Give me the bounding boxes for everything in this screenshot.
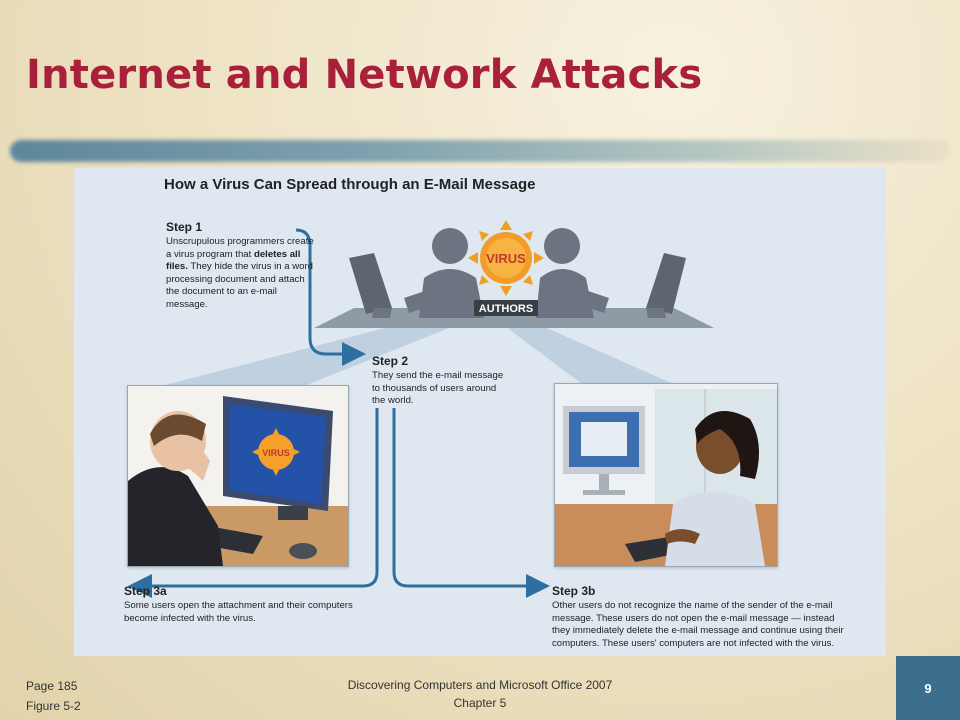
beam-left [134,318,474,398]
step-1: Step 1 Unscrupulous programmers create a… [166,220,316,311]
page-number: 9 [924,680,932,696]
step-2: Step 2 They send the e-mail message to t… [372,354,512,408]
infected-user-illustration: VIRUS [128,386,348,566]
step-3b-description: Other users do not recognize the name of… [552,600,844,649]
step-3a: Step 3a Some users open the attachment a… [124,584,374,625]
chapter-label: Chapter 5 [453,696,507,710]
safe-user-photo [554,383,778,567]
monitor-icon [646,253,686,318]
arrow-icon [295,228,366,366]
infected-user-photo: VIRUS [127,385,349,567]
step-1-desc-part2: They hide the virus in a word processing… [166,261,314,310]
authors-label: AUTHORS [479,303,533,315]
step-3b-title: Step 3b [552,584,596,598]
step-1-desc-part1: Unscrupulous programmers create a virus … [166,236,314,260]
step-3a-title: Step 3a [124,584,167,598]
step-1-description: Unscrupulous programmers create a virus … [166,236,316,311]
figure-heading: How a Virus Can Spread through an E-Mail… [164,176,536,193]
step-1-title: Step 1 [166,220,203,234]
step-2-title: Step 2 [372,354,409,368]
monitor-icon [349,253,392,318]
beam-right [494,318,694,393]
authors-desk [314,308,714,328]
step-3a-description: Some users open the attachment and their… [124,600,353,624]
footer-book-info: Discovering Computers and Microsoft Offi… [300,676,660,712]
page-reference: Page 185 [26,679,78,693]
screen-virus-label: VIRUS [262,448,290,458]
step-3b: Step 3b Other users do not recognize the… [552,584,852,650]
virus-spread-figure: How a Virus Can Spread through an E-Mail… [74,168,886,656]
figure-graphics: VIRUS AUTHORS [128,220,714,598]
arrow-icon [392,408,550,598]
step-1-desc-bold: deletes all files. [166,248,301,273]
authors-label-bg [474,300,538,316]
title-accent-bar [10,140,950,162]
virus-sun-icon [468,220,544,296]
figure-reference: Figure 5-2 [26,699,81,713]
virus-label: VIRUS [486,251,526,266]
arrow-icon [128,408,379,598]
author-silhouette-icon [536,228,609,318]
book-title: Discovering Computers and Microsoft Offi… [347,678,613,692]
safe-user-illustration [555,384,777,566]
step-2-description: They send the e-mail message to thousand… [372,370,504,406]
slide-title: Internet and Network Attacks [26,52,703,98]
footer-reference: Page 185 Figure 5-2 [26,676,81,716]
author-silhouette-icon [404,228,484,318]
page-number-badge: 9 [896,656,960,720]
